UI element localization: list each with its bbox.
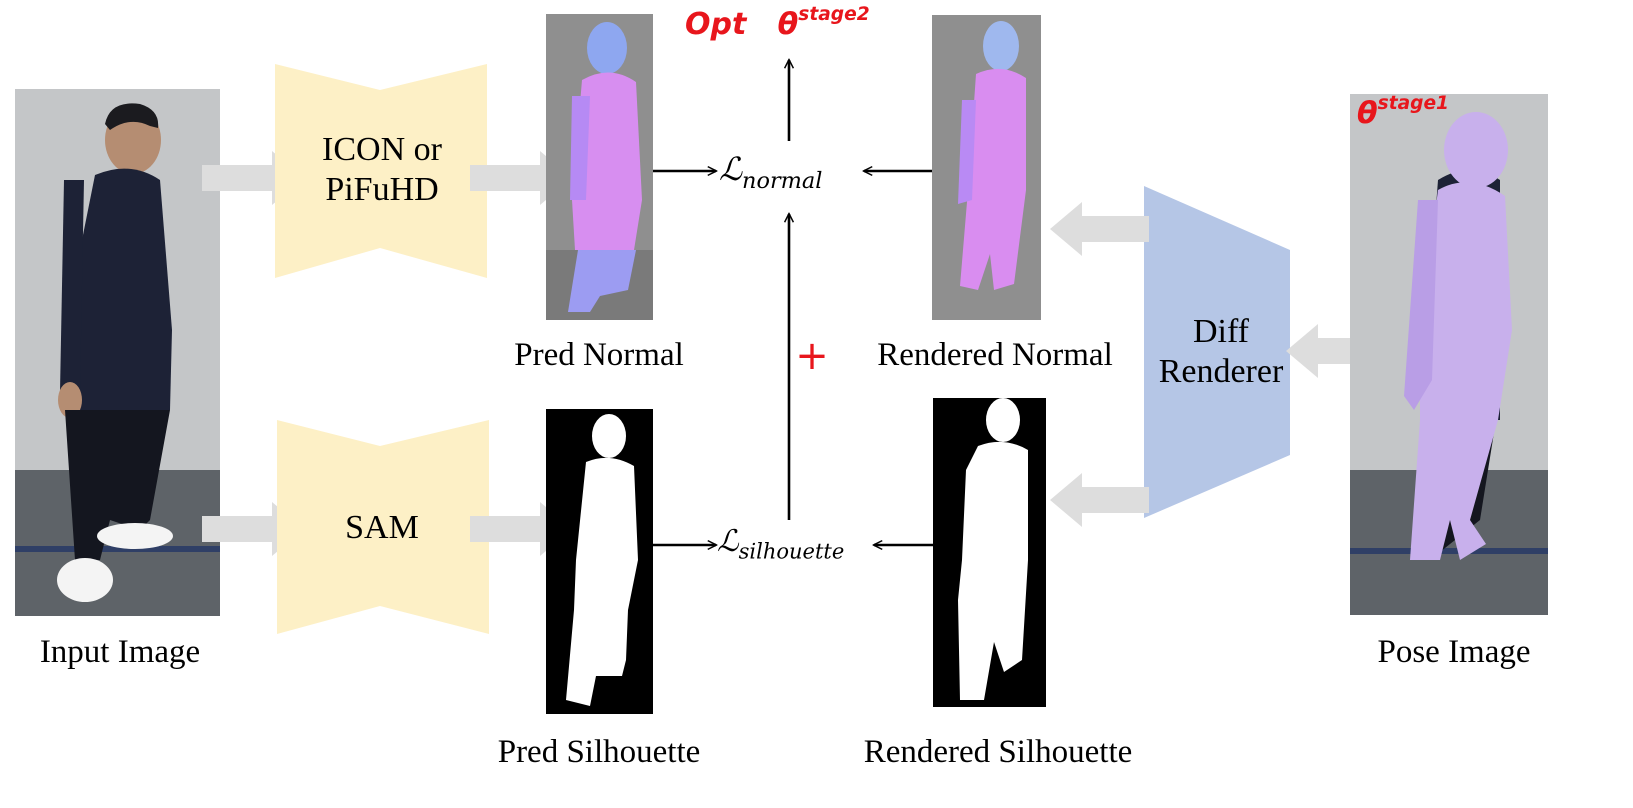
normal-predictor-label-line2: PiFuHD	[325, 171, 439, 208]
normal-predictor-label-line1: ICON or	[322, 131, 442, 168]
pose-image-caption: Pose Image	[1377, 634, 1531, 670]
combine-plus-sign: +	[795, 333, 829, 379]
rendered-silhouette-caption: Rendered Silhouette	[863, 734, 1133, 770]
normal-loss-symbol: ℒ	[719, 150, 743, 188]
pred-silhouette-caption: Pred Silhouette	[497, 734, 701, 770]
opt-word: Opt	[685, 6, 747, 42]
pred-normal-caption: Pred Normal	[514, 337, 684, 373]
theta-stage1-superscript: stage1	[1377, 93, 1449, 114]
normal-loss-label: ℒnormal	[719, 150, 822, 194]
rendered-normal-image	[932, 15, 1041, 320]
silhouette-loss-subscript: silhouette	[738, 539, 845, 564]
pose-image	[1350, 94, 1548, 615]
silhouette-loss-label: ℒsilhouette	[717, 524, 844, 563]
flow-arrow-pose-to-renderer	[1286, 324, 1353, 378]
rendered-silhouette-image	[933, 398, 1046, 707]
rendered-normal-caption: Rendered Normal	[877, 337, 1113, 373]
pose-body-mesh	[1404, 112, 1512, 561]
normal-predictor-block	[275, 64, 487, 278]
theta-stage1-symbol: θ	[1357, 95, 1378, 131]
pred-normal-image	[546, 14, 653, 320]
diff-renderer-block	[1144, 186, 1290, 518]
renderer-label-line1: Diff	[1192, 313, 1250, 350]
normal-predictor-label: ICON or PiFuHD	[322, 130, 442, 210]
input-image	[15, 89, 220, 616]
segmenter-label: SAM	[345, 509, 419, 546]
input-image-caption: Input Image	[39, 634, 201, 670]
flow-arrow-renderer-to-normal	[1050, 202, 1149, 256]
normal-loss-subscript: normal	[742, 167, 823, 194]
flow-arrow-renderer-to-silhouette	[1050, 473, 1149, 527]
theta-stage2-superscript: stage2	[798, 4, 870, 25]
person-figure	[57, 103, 173, 602]
optimization-target-label: Opt θstage2	[685, 4, 870, 42]
pred-silhouette-image	[546, 409, 653, 714]
theta-stage2-symbol: θ	[777, 6, 799, 42]
renderer-label: Diff Renderer	[1159, 312, 1284, 392]
segmenter-block	[277, 420, 489, 634]
theta-stage1-label: θstage1	[1357, 93, 1449, 131]
silhouette-loss-symbol: ℒ	[717, 524, 739, 559]
renderer-label-line2: Renderer	[1158, 353, 1284, 390]
